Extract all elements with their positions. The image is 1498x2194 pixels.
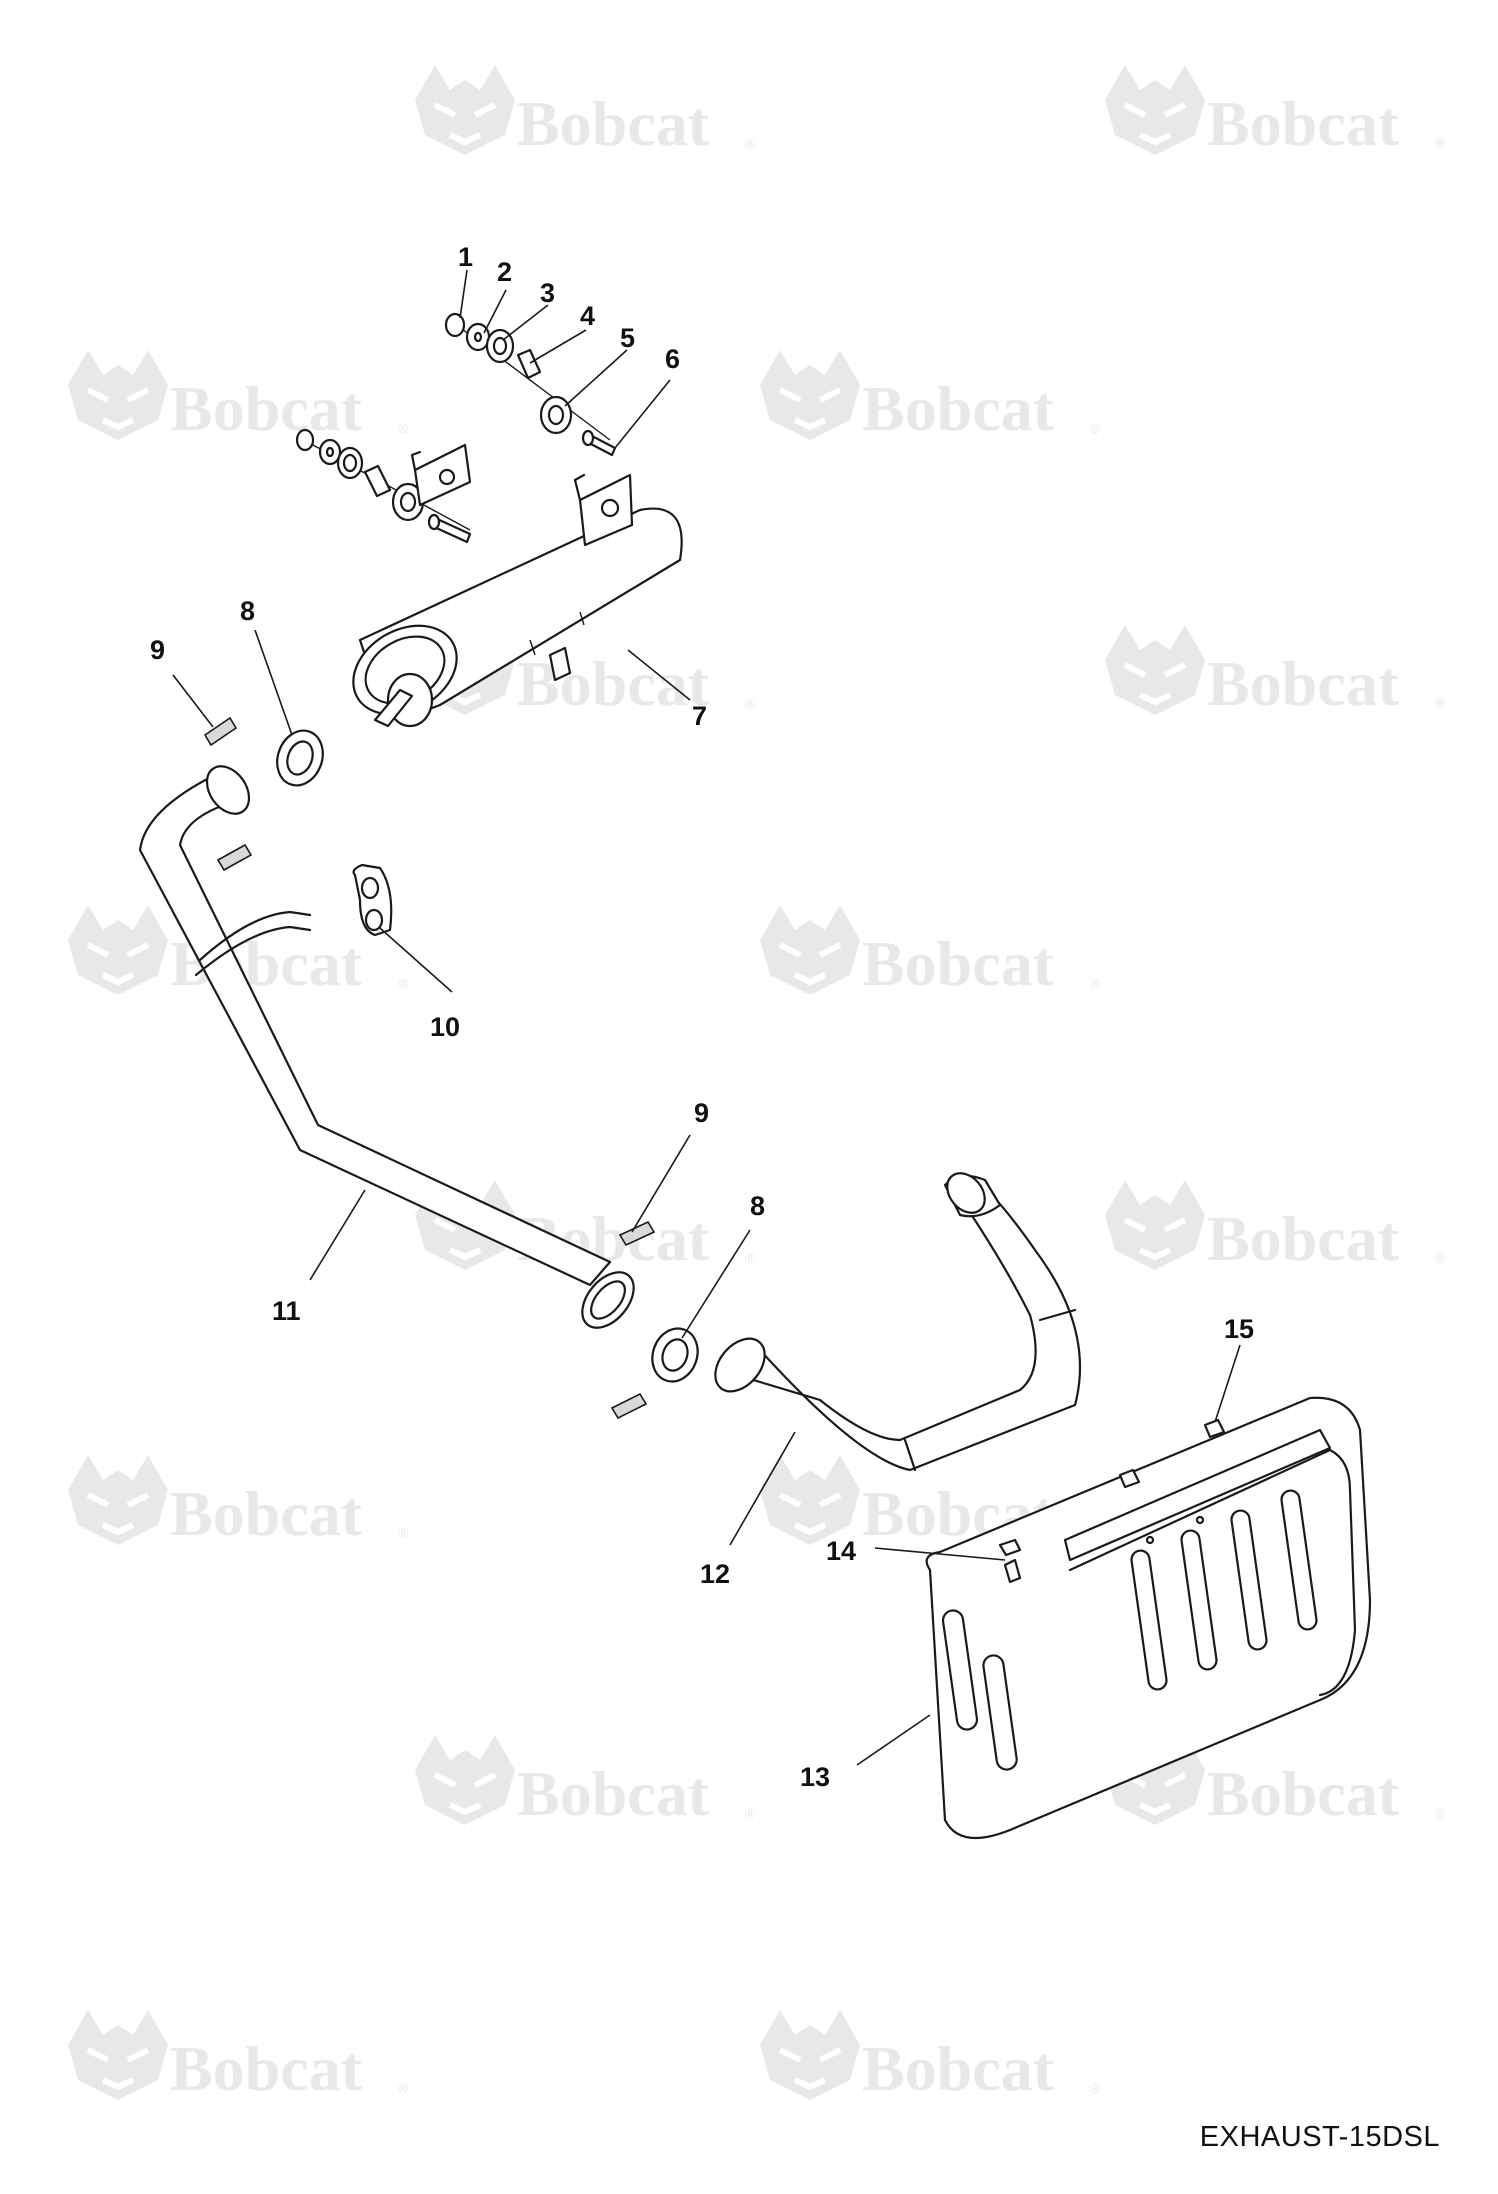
bobcat-logo-icon	[760, 1455, 860, 1545]
svg-text:®: ®	[745, 1805, 756, 1821]
callout-10: 10	[430, 1012, 460, 1042]
svg-text:®: ®	[398, 2080, 409, 2096]
callout-12: 12	[700, 1559, 730, 1589]
tailpipe-part-12	[714, 1172, 1081, 1472]
callout-14: 14	[826, 1536, 856, 1566]
svg-text:®: ®	[398, 975, 409, 991]
bobcat-logo-icon	[415, 65, 515, 155]
muffler-part-7	[352, 443, 683, 728]
svg-text:®: ®	[1435, 695, 1446, 711]
watermark-layer: Bobcat ® Bobcat ® Bobcat ® Bobcat ® Bobc…	[68, 65, 1446, 2104]
bobcat-logo-icon	[68, 2010, 168, 2100]
svg-text:®: ®	[745, 135, 756, 151]
bobcat-logo-icon	[760, 905, 860, 995]
svg-text:®: ®	[745, 695, 756, 711]
watermark-text: Bobcat	[517, 88, 710, 159]
spacer-part-4	[516, 348, 542, 380]
callout-5: 5	[620, 323, 635, 353]
bobcat-logo-icon	[68, 905, 168, 995]
svg-text:®: ®	[1090, 975, 1101, 991]
svg-text:®: ®	[1090, 2080, 1101, 2096]
watermark-text: Bobcat	[1207, 648, 1400, 719]
bobcat-logo-icon	[415, 1735, 515, 1825]
callouts: 1 2 3 4 5 6 7 8 9 10 9 8 11 12 13 14 15	[150, 242, 1254, 1792]
watermark-text: Bobcat	[517, 1758, 710, 1829]
watermark-text: Bobcat	[170, 373, 363, 444]
watermark-text: Bobcat	[1207, 1203, 1400, 1274]
callout-6: 6	[665, 344, 680, 374]
watermark-text: Bobcat	[862, 2033, 1055, 2104]
svg-text:®: ®	[1435, 135, 1446, 151]
callout-8-upper: 8	[240, 596, 255, 626]
watermark-text: Bobcat	[170, 2033, 363, 2104]
bobcat-logo-icon	[1105, 65, 1205, 155]
callout-9-lower: 9	[694, 1098, 709, 1128]
watermark-text: Bobcat	[517, 648, 710, 719]
callout-2: 2	[497, 257, 512, 287]
callout-1: 1	[458, 242, 473, 272]
svg-text:®: ®	[398, 420, 409, 436]
exhaust-pipe-part-11	[138, 765, 635, 1329]
callout-11: 11	[272, 1296, 301, 1326]
bolt-part-15	[1118, 1418, 1226, 1489]
bobcat-logo-icon	[68, 350, 168, 440]
diagram-code: EXHAUST-15DSL	[1199, 2121, 1440, 2153]
svg-text:®: ®	[745, 1250, 756, 1266]
watermark-text: Bobcat	[170, 1478, 363, 1549]
callout-9-upper: 9	[150, 635, 165, 665]
watermark-text: Bobcat	[1207, 88, 1400, 159]
bobcat-logo-icon	[760, 2010, 860, 2100]
bobcat-logo-icon	[1105, 1180, 1205, 1270]
svg-text:®: ®	[1435, 1805, 1446, 1821]
hanger-part-10	[352, 863, 393, 937]
mounting-hardware-lower	[295, 428, 472, 544]
gasket-part-8-lower	[651, 1327, 699, 1383]
bobcat-logo-icon	[68, 1455, 168, 1545]
callout-15: 15	[1224, 1314, 1254, 1344]
bobcat-logo-icon	[1105, 625, 1205, 715]
callout-8-lower: 8	[750, 1191, 765, 1221]
callout-7: 7	[692, 701, 707, 731]
watermark-text: Bobcat	[1207, 1758, 1400, 1829]
watermark-text: Bobcat	[862, 928, 1055, 999]
svg-text:®: ®	[398, 1525, 409, 1541]
bolt-part-14	[998, 1538, 1022, 1584]
bobcat-logo-icon	[760, 350, 860, 440]
svg-text:®: ®	[1435, 1250, 1446, 1266]
gasket-part-8-upper	[276, 729, 324, 787]
leader-lines	[172, 269, 1241, 1766]
callout-3: 3	[540, 278, 555, 308]
svg-text:®: ®	[1090, 420, 1101, 436]
callout-4: 4	[580, 301, 595, 331]
callout-13: 13	[800, 1762, 830, 1792]
spring-part-9	[203, 716, 656, 1420]
heat-shield-part-13	[925, 1396, 1372, 1840]
nut-part-1	[444, 312, 466, 338]
watermark-text: Bobcat	[862, 373, 1055, 444]
